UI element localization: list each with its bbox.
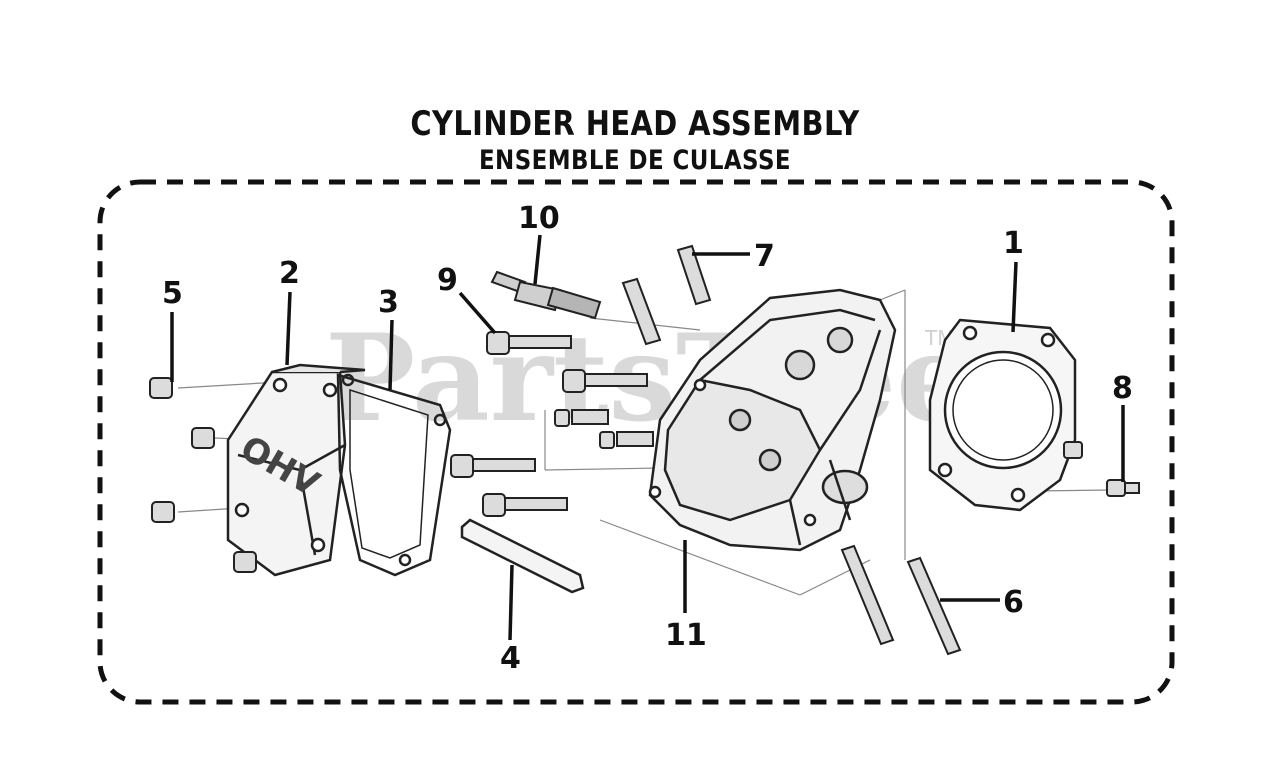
leader-lines [170,234,1125,641]
guide-plate [460,518,585,594]
cover-bolts [149,377,257,573]
callout-9: 9 [437,263,458,298]
studs-lower [840,544,962,656]
callout-11: 11 [665,618,707,653]
gasket-bolts [1063,441,1140,497]
callout-2: 2 [279,256,300,291]
spark-plug [490,270,602,320]
callout-7: 7 [754,239,775,274]
assembly-boundary [97,179,1175,705]
valve-cover: OHV [226,363,366,577]
diagram-title: CYLINDER HEAD ASSEMBLY [410,104,860,144]
valve-cover-gasket [336,373,452,577]
head-gasket [928,318,1077,512]
callout-6: 6 [1003,585,1024,620]
callout-10: 10 [518,201,560,236]
cylinder-head [648,288,897,552]
callout-4: 4 [500,641,521,676]
dowel-pins-upper [621,244,712,346]
callout-8: 8 [1112,371,1133,406]
callout-5: 5 [162,276,183,311]
head-bolts [450,331,654,517]
diagram-subtitle: ENSEMBLE DE CULASSE [478,145,792,176]
callout-3: 3 [378,285,399,320]
callout-1: 1 [1003,226,1024,261]
